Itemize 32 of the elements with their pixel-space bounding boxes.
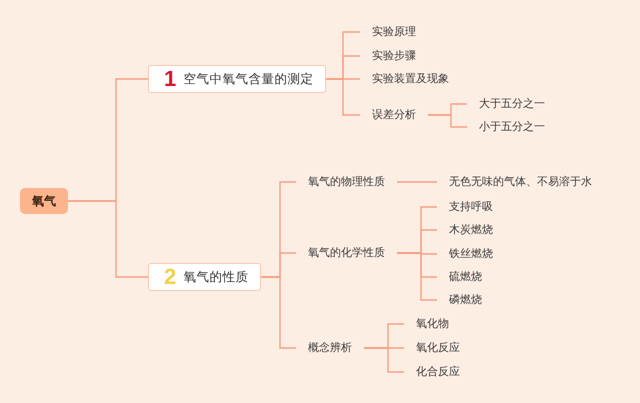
- topic-box: [148, 263, 262, 291]
- connector-line: [364, 347, 404, 373]
- branch-label: 无色无味的气体、不易溶于水: [449, 175, 592, 189]
- branch-label: 磷燃烧: [449, 293, 482, 307]
- connector-line: [397, 252, 437, 301]
- branch-label: 实验步骤: [372, 49, 416, 63]
- branch-label: 氧化物: [416, 317, 449, 331]
- branch-label: 铁丝燃烧: [449, 247, 493, 261]
- branch-label: 硫燃烧: [449, 270, 482, 284]
- connector-line: [397, 181, 437, 183]
- branch-label: 氧气的化学性质: [308, 246, 385, 260]
- branch-label: 误差分析: [372, 108, 416, 122]
- branch-label: 支持呼吸: [449, 200, 493, 214]
- branch-label: 概念辨析: [308, 341, 352, 355]
- branch-label: 木炭燃烧: [449, 223, 493, 237]
- connector-line: [261, 276, 296, 349]
- connector-line: [68, 200, 148, 278]
- topic-label: 空气中氧气含量的测定: [183, 71, 314, 87]
- topic-number: 1: [164, 67, 176, 91]
- branch-label: 氧化反应: [416, 341, 460, 355]
- branch-label: 大于五分之一: [479, 97, 545, 111]
- branch-label: 化合反应: [416, 365, 460, 379]
- branch-label: 氧气的物理性质: [308, 175, 385, 189]
- branch-label: 小于五分之一: [479, 120, 545, 134]
- topic-number: 2: [164, 265, 176, 289]
- connector-line: [428, 114, 467, 128]
- topic-box: [148, 65, 326, 93]
- branch-label: 实验原理: [372, 25, 416, 39]
- branch-label: 实验装置及现象: [372, 72, 449, 86]
- root-box: 氧气: [20, 188, 68, 214]
- connector-line: [326, 78, 360, 116]
- topic-label: 氧气的性质: [183, 269, 248, 285]
